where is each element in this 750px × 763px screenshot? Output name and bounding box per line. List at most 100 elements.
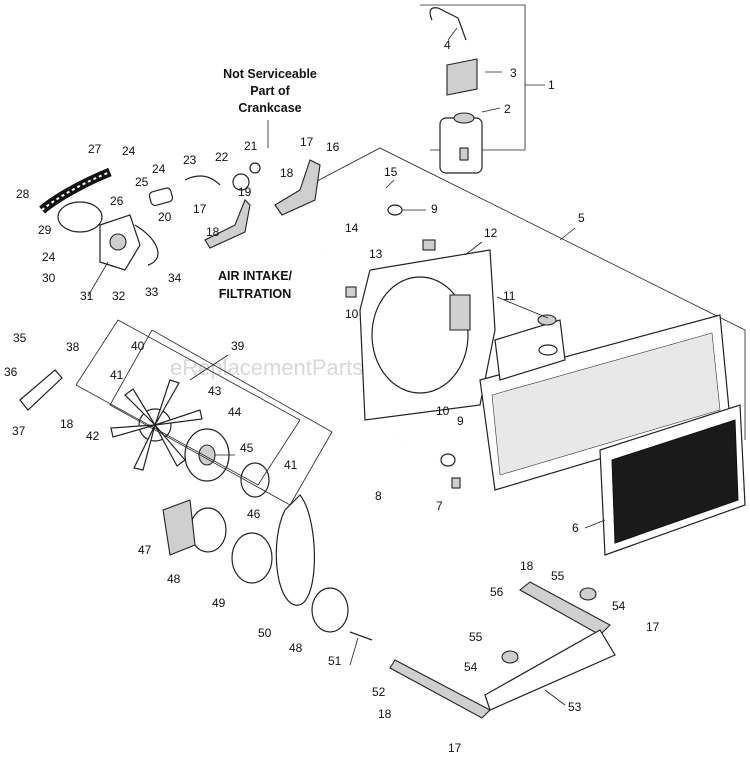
callout-17d: 17 bbox=[448, 741, 462, 755]
fan-shroud bbox=[359, 249, 496, 421]
pulley-48b bbox=[311, 587, 349, 633]
radiator-cap bbox=[537, 314, 557, 326]
mount-55 bbox=[579, 587, 597, 601]
callout-39: 39 bbox=[231, 339, 245, 353]
leader-lines bbox=[87, 179, 606, 706]
callout-22: 22 bbox=[215, 150, 229, 164]
hose-23 bbox=[184, 175, 221, 186]
water-pump bbox=[99, 214, 141, 271]
idler-arm-36 bbox=[19, 369, 63, 411]
callout-9b: 9 bbox=[457, 414, 464, 428]
callout-17b: 17 bbox=[193, 202, 207, 216]
recovery-bottle bbox=[439, 117, 483, 174]
seal-21 bbox=[249, 162, 261, 174]
callout-8: 8 bbox=[375, 489, 382, 503]
callout-19: 19 bbox=[238, 185, 252, 199]
grommet-14b bbox=[422, 239, 436, 251]
bracket-19 bbox=[204, 199, 251, 249]
callout-24: 24 bbox=[122, 144, 136, 158]
fan-blade-43 bbox=[110, 379, 203, 471]
callout-3: 3 bbox=[510, 66, 517, 80]
note-not-serviceable-3: Crankcase bbox=[238, 101, 301, 115]
callout-52: 52 bbox=[372, 685, 386, 699]
callout-30: 30 bbox=[42, 271, 56, 285]
callout-11: 11 bbox=[503, 289, 516, 303]
callout-27: 27 bbox=[88, 142, 102, 156]
grommet-14 bbox=[345, 286, 357, 298]
callout-42: 42 bbox=[86, 429, 100, 443]
callout-18e: 18 bbox=[378, 707, 392, 721]
frame-53 bbox=[484, 629, 616, 711]
callout-18d: 18 bbox=[520, 559, 534, 573]
callout-29: 29 bbox=[38, 223, 52, 237]
frame-40 bbox=[75, 319, 301, 486]
callout-18b: 18 bbox=[206, 225, 220, 239]
mount-55b bbox=[501, 650, 519, 664]
note-not-serviceable-2: Part of bbox=[250, 84, 290, 98]
callout-54: 54 bbox=[612, 599, 626, 613]
callout-36: 36 bbox=[4, 365, 18, 379]
fitting-25 bbox=[148, 187, 174, 207]
recovery-cap bbox=[453, 112, 475, 124]
callout-32: 32 bbox=[112, 289, 126, 303]
callout-10: 10 bbox=[345, 307, 359, 321]
thermostat-22 bbox=[232, 173, 250, 191]
callout-44: 44 bbox=[228, 405, 242, 419]
callout-9: 9 bbox=[431, 202, 438, 216]
callout-18: 18 bbox=[280, 166, 294, 180]
callout-18c: 18 bbox=[60, 417, 74, 431]
hose-clamp-9 bbox=[387, 204, 403, 216]
callout-10b: 10 bbox=[436, 404, 450, 418]
recovery-bracket bbox=[446, 58, 478, 96]
radiator-cap-neck bbox=[538, 344, 558, 356]
callout-20: 20 bbox=[158, 210, 172, 224]
callout-54b: 54 bbox=[464, 660, 478, 674]
callout-43: 43 bbox=[208, 384, 222, 398]
belt-50 bbox=[275, 494, 316, 606]
callout-45: 45 bbox=[240, 441, 254, 455]
overflow-hose bbox=[429, 7, 467, 41]
callout-25: 25 bbox=[135, 175, 149, 189]
callout-56: 56 bbox=[490, 585, 504, 599]
rail-52 bbox=[389, 659, 491, 719]
callout-4: 4 bbox=[444, 38, 451, 52]
callout-12: 12 bbox=[484, 226, 498, 240]
callout-16: 16 bbox=[326, 140, 340, 154]
callout-7: 7 bbox=[436, 499, 443, 513]
callout-38: 38 bbox=[66, 340, 80, 354]
gasket-33 bbox=[134, 224, 159, 266]
callout-21: 21 bbox=[244, 139, 258, 153]
frame-39 bbox=[109, 329, 333, 506]
callout-41: 41 bbox=[110, 368, 124, 382]
callout-labels: 1 2 3 4 5 6 7 8 9 9 10 10 11 12 13 14 15… bbox=[4, 38, 660, 755]
callout-47: 47 bbox=[138, 543, 152, 557]
callout-24c: 24 bbox=[42, 250, 56, 264]
callout-24b: 24 bbox=[152, 162, 166, 176]
note-not-serviceable-1: Not Serviceable bbox=[223, 67, 317, 81]
callout-41b: 41 bbox=[284, 458, 298, 472]
callout-50: 50 bbox=[258, 626, 272, 640]
callout-1: 1 bbox=[548, 78, 555, 92]
callout-49: 49 bbox=[212, 596, 226, 610]
callout-13: 13 bbox=[369, 247, 383, 261]
radiator bbox=[479, 314, 731, 491]
bracket-16 bbox=[274, 159, 321, 216]
callout-31: 31 bbox=[80, 289, 94, 303]
callout-55b: 55 bbox=[469, 630, 483, 644]
radiator-group-bracket bbox=[299, 147, 746, 440]
note-air-intake-2: FILTRATION bbox=[219, 287, 291, 301]
rail-56 bbox=[519, 581, 611, 636]
callout-34: 34 bbox=[168, 271, 182, 285]
radiator-screen bbox=[599, 404, 746, 556]
callout-28: 28 bbox=[16, 187, 30, 201]
callout-17c: 17 bbox=[646, 620, 660, 634]
callout-55: 55 bbox=[551, 569, 565, 583]
callout-2: 2 bbox=[504, 102, 511, 116]
drain-fitting bbox=[451, 477, 461, 489]
callout-6: 6 bbox=[572, 521, 579, 535]
callout-46: 46 bbox=[247, 507, 261, 521]
recovery-label bbox=[459, 147, 469, 161]
pulley-49 bbox=[231, 532, 273, 584]
callout-37: 37 bbox=[12, 424, 26, 438]
